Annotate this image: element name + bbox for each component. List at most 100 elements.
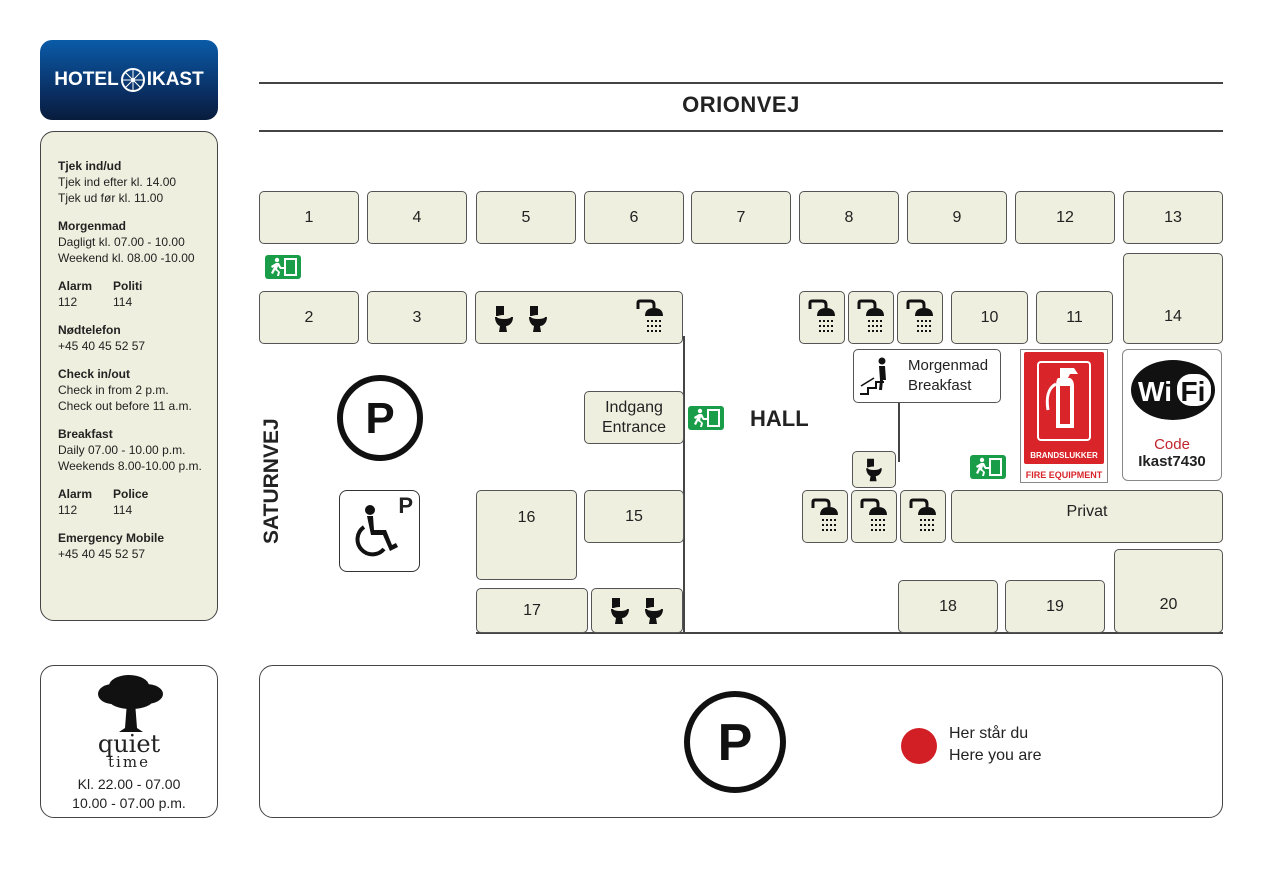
svg-text:P: P xyxy=(718,714,753,772)
parking-icon: P xyxy=(684,691,786,793)
svg-text:Wi: Wi xyxy=(1138,376,1172,407)
fire-label-en: FIRE EQUIPMENT xyxy=(1025,470,1103,480)
toilet-icon xyxy=(645,597,663,624)
police-en-title: Police xyxy=(113,487,149,501)
room-17: 17 xyxy=(476,588,588,633)
breakfast-da-line2: Weekend kl. 08.00 -10.00 xyxy=(58,251,195,265)
tree-icon xyxy=(98,675,163,732)
police-en-number: 114 xyxy=(113,503,133,517)
breakfast-text: Morgenmad Breakfast xyxy=(908,356,988,396)
emergency-en-number: +45 40 45 52 57 xyxy=(58,547,146,561)
checkin-da: Tjek ind/ud Tjek ind efter kl. 14.00 Tje… xyxy=(58,158,217,206)
breakfast-en-line1: Daily 07.00 - 10.00 p.m. xyxy=(58,443,186,457)
shower-cell xyxy=(897,291,943,344)
room-16: 16 xyxy=(476,490,577,580)
corridor-wall xyxy=(476,632,1223,634)
room-13: 13 xyxy=(1123,191,1223,244)
room-7: 7 xyxy=(691,191,791,244)
exit-sign-icon xyxy=(970,455,1006,479)
fire-extinguisher-icon xyxy=(1037,361,1091,441)
time-word: time xyxy=(108,753,150,771)
room-18: 18 xyxy=(898,580,998,633)
alarm-da-number: 112 xyxy=(58,295,78,309)
checkin-en: Check in/out Check in from 2 p.m. Check … xyxy=(58,366,217,414)
shower-icon xyxy=(636,299,663,332)
parking-lot-panel: P Her står du Here you are xyxy=(259,665,1223,818)
breakfast-label-da: Morgenmad xyxy=(908,357,989,374)
checkin-en-line1: Check in from 2 p.m. xyxy=(58,383,169,397)
shower-icon xyxy=(808,299,835,332)
shower-icon xyxy=(906,299,933,332)
room-2: 2 xyxy=(259,291,359,344)
quiet-hours-en: 10.00 - 07.00 p.m. xyxy=(72,795,186,811)
corridor-wall xyxy=(898,402,900,462)
hotel-logo: HOTEL IKAST xyxy=(40,40,218,120)
emergency-da-number: +45 40 45 52 57 xyxy=(58,339,146,353)
wheelchair-parking-p: P xyxy=(398,493,413,518)
here-label-en: Here you are xyxy=(949,747,1042,764)
breakfast-box: Morgenmad Breakfast xyxy=(853,349,1001,403)
room-privat: Privat xyxy=(951,490,1223,543)
exit-sign-icon xyxy=(265,255,301,279)
checkin-en-title: Check in/out xyxy=(58,367,131,381)
breakfast-da-line1: Dagligt kl. 07.00 - 10.00 xyxy=(58,235,185,249)
restroom-shower-block xyxy=(475,291,683,344)
emergency-en: Emergency Mobile +45 40 45 52 57 xyxy=(58,530,217,562)
stairs-person-icon xyxy=(860,357,886,395)
svg-text:P: P xyxy=(365,394,394,443)
wheelchair-parking-sign: P xyxy=(339,490,420,572)
room-8: 8 xyxy=(799,191,899,244)
room-1: 1 xyxy=(259,191,359,244)
breakfast-da-title: Morgenmad xyxy=(58,219,127,233)
svg-text:Fi: Fi xyxy=(1181,376,1206,407)
fire-equipment-sign: BRANDSLUKKER FIRE EQUIPMENT xyxy=(1020,349,1108,483)
parking-icon: P xyxy=(337,375,423,461)
shower-icon xyxy=(860,498,887,531)
room-15: 15 xyxy=(584,490,684,543)
shower-icon xyxy=(909,498,936,531)
entrance-label-en: Entrance xyxy=(601,418,667,436)
toilet-icon xyxy=(866,458,882,481)
room-20: 20 xyxy=(1114,549,1223,633)
location-dot-icon xyxy=(901,728,937,764)
quiet-time-panel: quiet time Kl. 22.00 - 07.00 10.00 - 07.… xyxy=(40,665,218,818)
toilet-icon xyxy=(495,306,513,332)
logo-text-left: HOTEL xyxy=(54,69,119,90)
wifi-code: Ikast7430 xyxy=(1138,453,1206,470)
shower-cell xyxy=(851,490,897,543)
wifi-code-label: Code xyxy=(1154,436,1190,453)
wheelchair-icon xyxy=(355,505,398,557)
toilet-icon xyxy=(529,306,547,332)
emergency-da: Nødtelefon +45 40 45 52 57 xyxy=(58,322,217,354)
breakfast-da: Morgenmad Dagligt kl. 07.00 - 10.00 Week… xyxy=(58,218,217,266)
alarm-en-title: Alarm xyxy=(58,487,93,501)
room-5: 5 xyxy=(476,191,576,244)
toilet-cell xyxy=(591,588,683,633)
quiet-word: quiet xyxy=(97,730,161,758)
shower-cell xyxy=(848,291,894,344)
toilet-cell xyxy=(852,451,896,488)
alarm-da-title: Alarm xyxy=(58,279,93,293)
emergency-da-title: Nødtelefon xyxy=(58,323,121,337)
checkin-da-title: Tjek ind/ud xyxy=(58,159,122,173)
orionvej-line-bottom xyxy=(259,130,1223,132)
shower-cell xyxy=(900,490,946,543)
police-da-title: Politi xyxy=(113,279,143,293)
wheel-icon xyxy=(120,68,145,92)
breakfast-en-line2: Weekends 8.00-10.00 p.m. xyxy=(58,459,202,473)
room-19: 19 xyxy=(1005,580,1105,633)
room-11: 11 xyxy=(1036,291,1113,344)
emergency-en-title: Emergency Mobile xyxy=(58,531,165,545)
shower-cell xyxy=(799,291,845,344)
police-da-number: 114 xyxy=(113,295,133,309)
checkin-en-line2: Check out before 11 a.m. xyxy=(58,399,192,413)
hall-label: HALL xyxy=(750,406,809,431)
toilet-icon xyxy=(611,597,629,624)
logo-text-right: IKAST xyxy=(146,69,204,90)
fire-sign-panel: BRANDSLUKKER xyxy=(1024,352,1104,464)
breakfast-en-title: Breakfast xyxy=(58,427,113,441)
alarm-police-da: Alarm 112 Politi 114 xyxy=(58,278,217,310)
street-saturnvej: SATURNVEJ xyxy=(260,418,283,544)
here-label-da: Her står du xyxy=(949,725,1029,742)
